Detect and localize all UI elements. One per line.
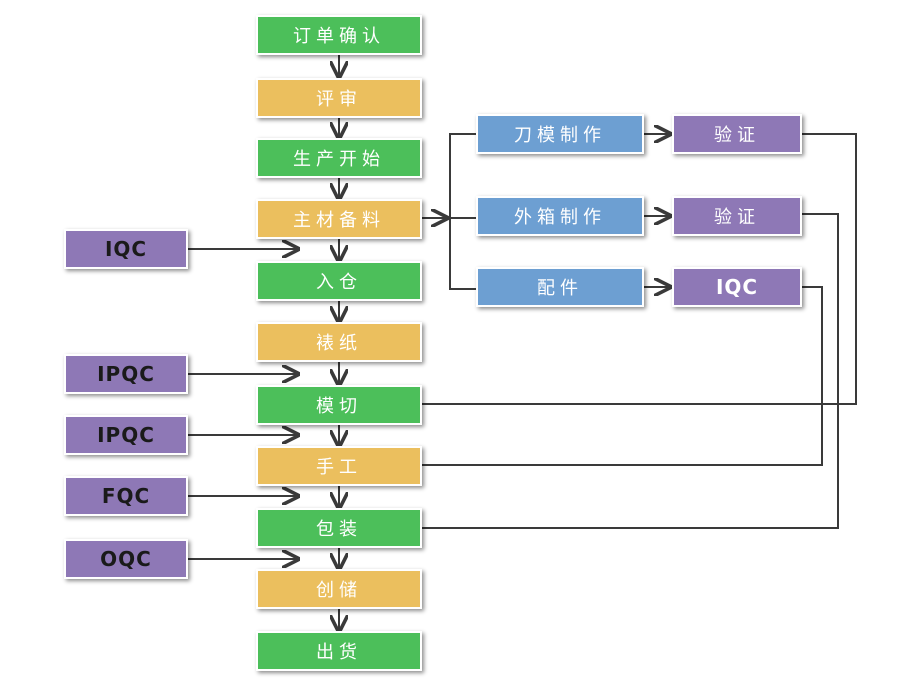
check-accessories-iqc: IQC xyxy=(672,267,802,307)
step-label: 出货 xyxy=(316,642,362,663)
step-label: 手工 xyxy=(316,457,362,478)
inspection-oqc: OQC xyxy=(64,539,188,579)
step-label: 订单确认 xyxy=(293,26,385,47)
step-label: 入仓 xyxy=(316,272,362,293)
step-label: 生产开始 xyxy=(293,149,385,170)
step-label: 创储 xyxy=(316,580,362,601)
check-die-making: 验证 xyxy=(672,114,802,154)
return-die-check xyxy=(422,133,857,405)
check-label: IQC xyxy=(715,275,759,299)
step-packaging: 包装 xyxy=(256,508,422,548)
inspection-label: FQC xyxy=(101,484,151,508)
branch-label: 外箱制作 xyxy=(514,207,606,228)
inspection-fqc: FQC xyxy=(64,476,188,516)
return-accessories-check xyxy=(422,286,823,466)
inspection-label: IQC xyxy=(104,237,148,261)
step-label: 包装 xyxy=(316,519,362,540)
branch-label: 配件 xyxy=(537,278,583,299)
step-order-confirm: 订单确认 xyxy=(256,15,422,55)
step-die-cutting: 模切 xyxy=(256,385,422,425)
step-paper-mounting: 裱纸 xyxy=(256,322,422,362)
branch-label: 刀模制作 xyxy=(514,125,606,146)
check-label: 验证 xyxy=(714,125,760,146)
inspection-iqc: IQC xyxy=(64,229,188,269)
step-label: 模切 xyxy=(316,396,362,417)
step-main-material-prep: 主材备料 xyxy=(256,199,422,239)
inspection-ipqc-1: IPQC xyxy=(64,354,188,394)
return-outer-box-check xyxy=(422,213,839,529)
step-storage: 创储 xyxy=(256,569,422,609)
step-production-start: 生产开始 xyxy=(256,138,422,178)
step-label: 评审 xyxy=(316,89,362,110)
check-label: 验证 xyxy=(714,207,760,228)
inspection-label: IPQC xyxy=(97,423,155,447)
branch-trunk xyxy=(449,133,476,290)
inspection-label: OQC xyxy=(100,547,152,571)
branch-die-making: 刀模制作 xyxy=(476,114,644,154)
step-label: 裱纸 xyxy=(316,333,362,354)
inspection-label: IPQC xyxy=(97,362,155,386)
branch-accessories: 配件 xyxy=(476,267,644,307)
step-manual-work: 手工 xyxy=(256,446,422,486)
step-warehouse-in: 入仓 xyxy=(256,261,422,301)
step-shipping: 出货 xyxy=(256,631,422,671)
step-review: 评审 xyxy=(256,78,422,118)
step-label: 主材备料 xyxy=(293,210,385,231)
inspection-ipqc-2: IPQC xyxy=(64,415,188,455)
check-outer-box: 验证 xyxy=(672,196,802,236)
branch-outer-box-making: 外箱制作 xyxy=(476,196,644,236)
